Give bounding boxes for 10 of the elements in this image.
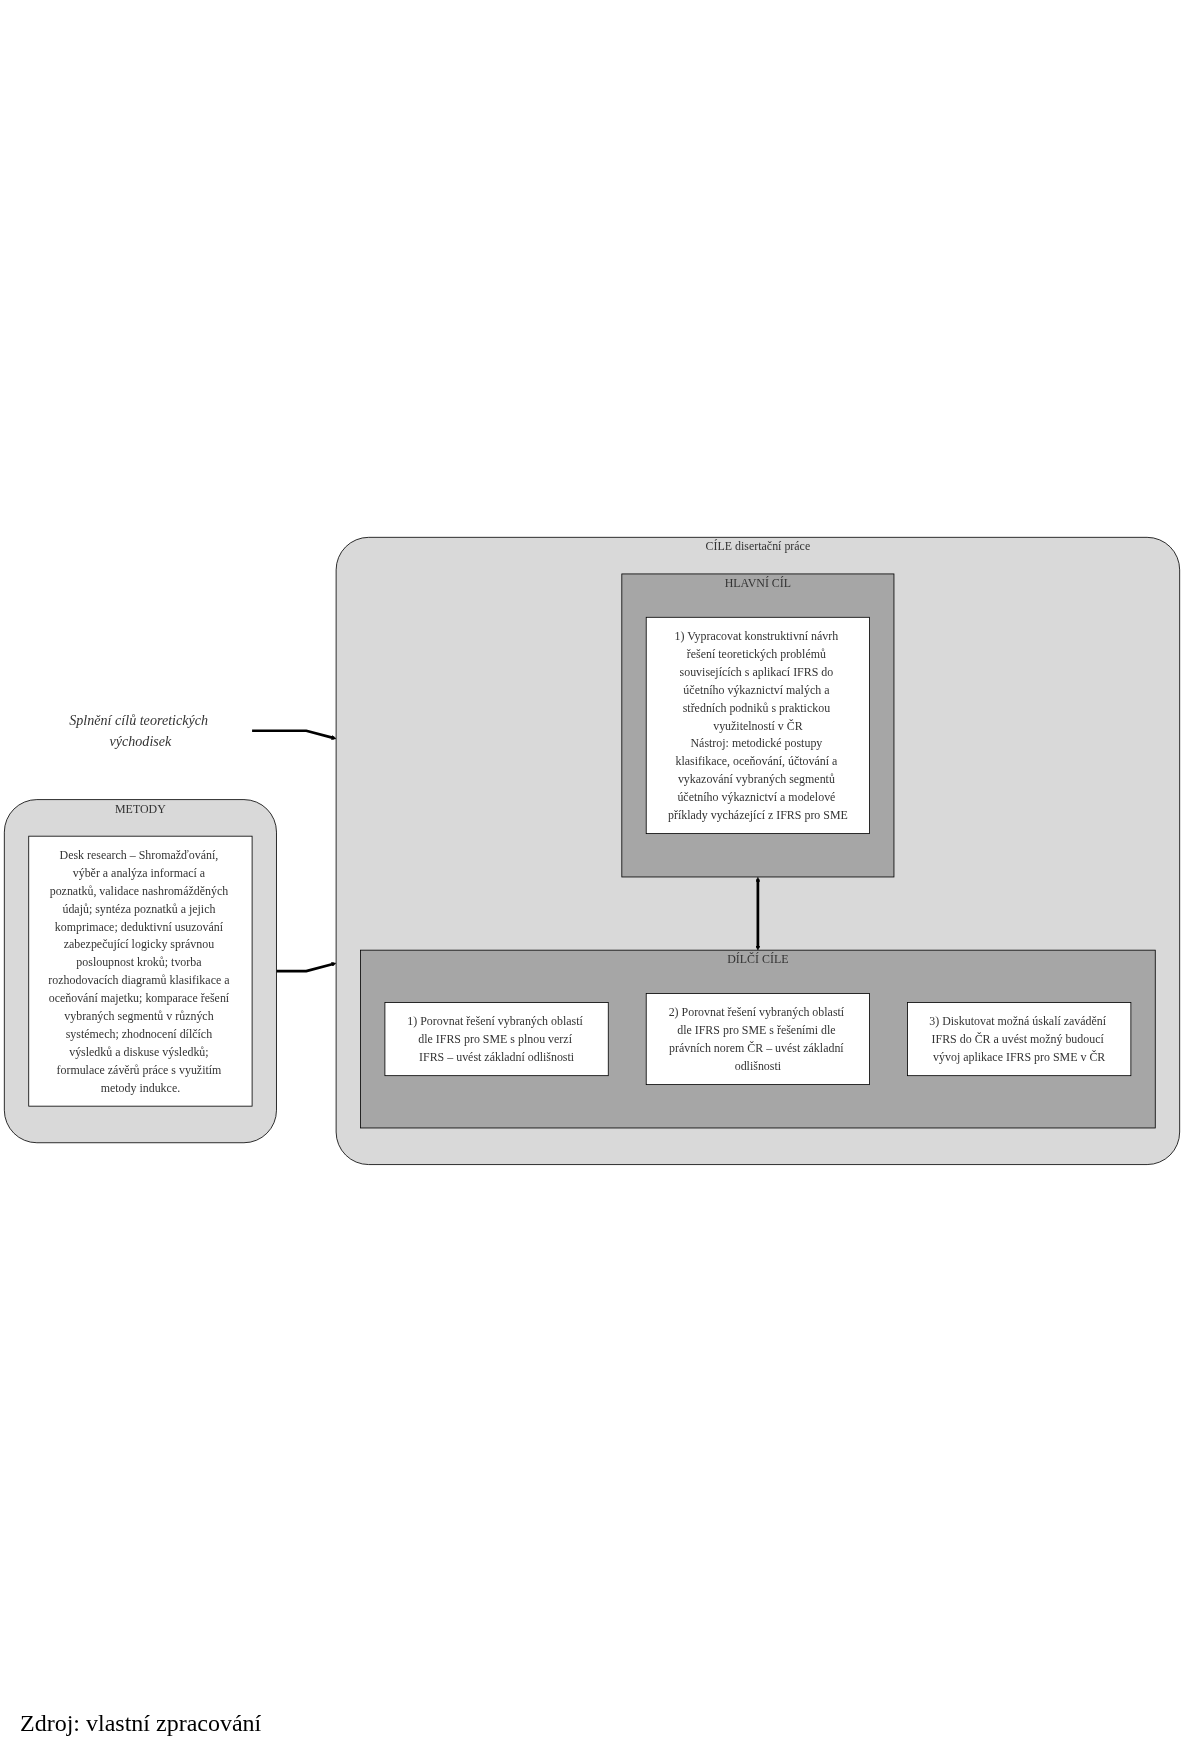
node-box: Desk research – Shromažďování, výběr a analýza informací a poznatků, validace nashromážděných údajů; syntéza poznatků a jejich komprimace; deduktivní usuzování zabezpečující logicky správnou posloupnost kroků; tvorba rozhodovacích diagramů klasifikace a oceňování majetku; komparace řešení vybraných segmentů v různých systémech; zhodnocení dílčích výsledků a diskuse výsledků; formulace závěrů práce s využitím metody indukce. — [28, 835, 253, 1107]
arrow — [252, 729, 337, 740]
arrow — [276, 962, 337, 973]
arrow — [755, 877, 761, 951]
node-box: 1) Porovnat řešení vybraných oblastí dle IFRS pro SME s plnou verzí IFRS – uvést základní odlišnosti — [384, 1002, 609, 1077]
source-caption: Zdroj: vlastní zpracování — [19, 1709, 263, 1738]
node-text: Splnění cílů teoretických východisek — [69, 712, 209, 750]
node-box: 3) Diskutovat možná úskalí zavádění IFRS do ČR a uvést možný budoucí vývoj aplikace IFRS pro SME v ČR — [907, 1002, 1132, 1077]
node-box: 1) Vypracovat konstruktivní návrh řešení teoretických problémů souvisejících s aplikací IFRS do účetního výkaznictví malých a středních podniků s praktickou využitelností v ČR Nástroj: metodické postupy klasifikace, oceňování, účtování a vykazování vybraných segmentů účetního výkaznictví a modelové příklady vycházející z IFRS pro SME — [645, 616, 870, 835]
node-box: 2) Porovnat řešení vybraných oblastí dle IFRS pro SME s řešeními dle právních norem ČR – uvést základní odlišnosti — [645, 993, 870, 1086]
